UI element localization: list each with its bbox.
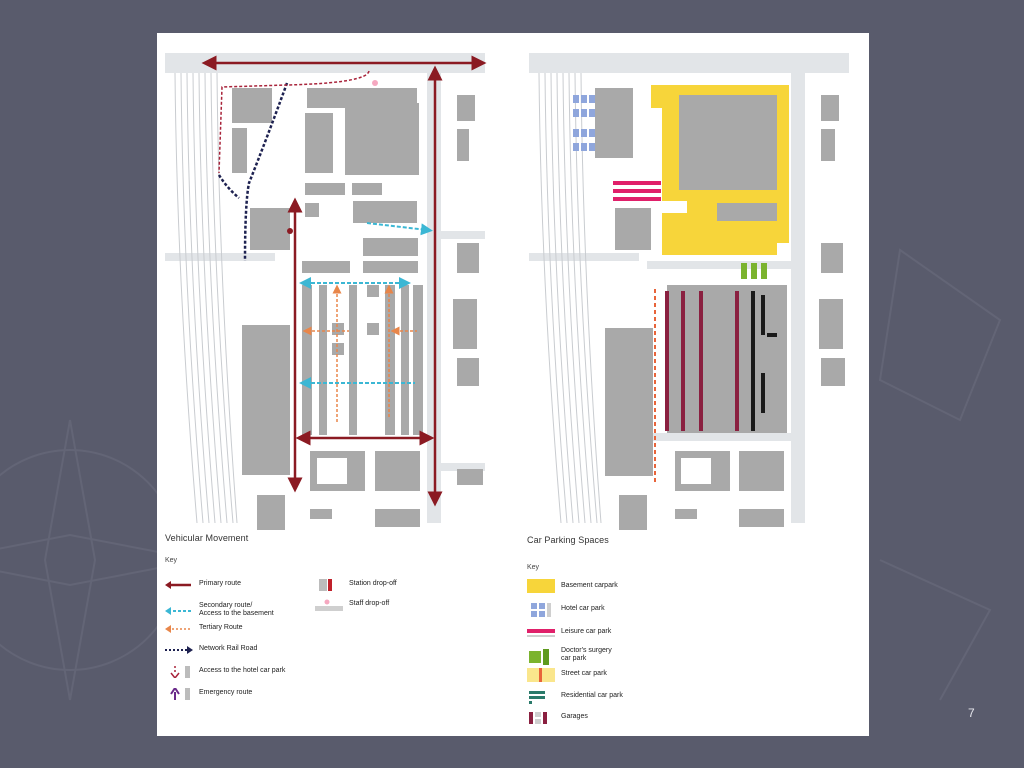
key-item-doctors-surgery: Doctor's surgery car park (527, 645, 612, 665)
key-item-staff-drop-off: Staff drop-off (315, 597, 389, 611)
key-item-primary-route: Primary route (165, 577, 241, 591)
residential-car-park-area (751, 291, 777, 431)
garages-area (665, 291, 739, 431)
purple-arrow-icon (165, 686, 193, 700)
left-plan-caption: Vehicular Movement (165, 533, 249, 543)
key-item-hotel-car-park: Hotel car park (527, 602, 605, 617)
right-plan-caption: Car Parking Spaces (527, 535, 609, 545)
key-item-street-car-park: Street car park (527, 667, 607, 682)
leisure-car-park-area (613, 181, 661, 201)
right-key-title: Key (527, 564, 540, 571)
dark-red-arrow-icon (165, 578, 193, 590)
key-item-leisure-car-park: Leisure car park (527, 625, 611, 639)
slide-page-number: 7 (968, 706, 975, 720)
left-buildings (232, 88, 483, 530)
left-plan (165, 53, 487, 530)
key-item-residential-car-park: Residential car park (527, 689, 623, 704)
magenta-bar-icon (527, 626, 555, 638)
key-item-tertiary-route: Tertiary Route (165, 621, 243, 635)
key-item-garages: Garages (527, 710, 588, 724)
red-marker-icon (315, 578, 343, 591)
right-plan (529, 53, 849, 530)
pink-marker-icon (315, 598, 343, 611)
cyan-dashed-arrow-icon (165, 604, 193, 616)
orange-dotted-arrow-icon (165, 622, 193, 634)
map-panel: Vehicular Movement Car Parking Spaces Ke… (157, 33, 869, 736)
key-item-hotel-access: Access to the hotel car park (165, 664, 285, 680)
navy-dotted-arrow-icon (165, 643, 193, 655)
left-key-title: Key (165, 557, 178, 564)
teal-bar-icon (527, 690, 555, 704)
key-item-secondary-route: Secondary route/ Access to the basement (165, 600, 274, 620)
site-plans (165, 53, 849, 530)
red-dotted-arrow-icon (165, 665, 193, 680)
doctors-car-park-area (741, 263, 767, 279)
yellow-street-icon (527, 668, 555, 682)
key-item-network-rail-road: Network Rail Road (165, 642, 257, 656)
blue-grid-icon (527, 603, 555, 617)
yellow-swatch-icon (527, 579, 555, 593)
garage-grid-icon (527, 711, 555, 724)
key-item-station-drop-off: Station drop-off (315, 577, 397, 591)
key-item-emergency-route: Emergency route (165, 686, 252, 700)
hotel-car-park-area (573, 95, 595, 151)
key-item-basement-carpark: Basement carpark (527, 579, 618, 593)
green-swatch-icon (527, 649, 555, 665)
rail-tracks (174, 72, 238, 524)
